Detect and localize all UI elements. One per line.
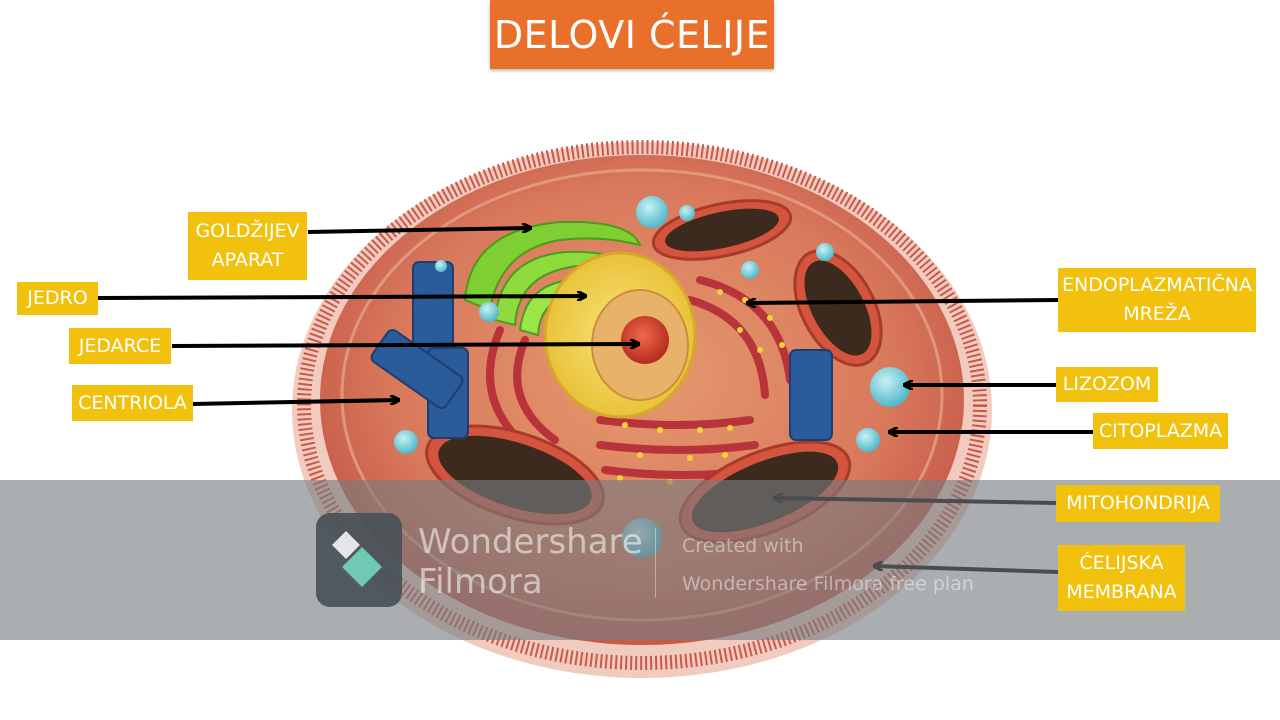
watermark-brand-line: Filmora xyxy=(418,562,543,602)
label-goldzijev-aparat: GOLDŽIJEV APARAT xyxy=(188,212,307,280)
label-line: MEMBRANA xyxy=(1066,581,1177,603)
watermark-text-line: Wondershare Filmora free plan xyxy=(682,573,974,595)
page-title: DELOVI ĆELIJE xyxy=(490,0,774,69)
label-line: ENDOPLAZMATIČNA xyxy=(1062,274,1252,296)
label-line: MREŽA xyxy=(1123,303,1191,325)
label-citoplazma: CITOPLAZMA xyxy=(1093,413,1228,449)
label-mitohondrija: MITOHONDRIJA xyxy=(1056,485,1220,522)
label-line: APARAT xyxy=(211,249,284,271)
watermark-text-line: Created with xyxy=(682,535,804,557)
arrow-endoplazmaticna xyxy=(748,300,1059,303)
label-jedarce: JEDARCE xyxy=(69,328,171,364)
arrow-jedarce xyxy=(171,344,638,346)
watermark-brand: Wondershare Filmora xyxy=(418,522,643,602)
watermark-text: Created with Wondershare Filmora free pl… xyxy=(682,527,974,603)
nucleus xyxy=(543,251,697,419)
filmora-logo-icon xyxy=(316,513,402,607)
label-line: ĆELIJSKA xyxy=(1079,552,1164,574)
nucleolus xyxy=(621,316,669,364)
cell-membrane xyxy=(297,140,987,670)
arrow-jedro xyxy=(97,296,585,298)
watermark-divider xyxy=(655,528,656,598)
label-jedro: JEDRO xyxy=(17,282,98,315)
label-line: GOLDŽIJEV xyxy=(195,220,300,242)
watermark-brand-line: Wondershare xyxy=(418,522,643,562)
label-lizozom: LIZOZOM xyxy=(1056,367,1158,402)
label-centriola: CENTRIOLA xyxy=(72,385,193,421)
centrioles xyxy=(370,261,833,441)
label-endoplazmaticna-mreza: ENDOPLAZMATIČNA MREŽA xyxy=(1058,268,1256,332)
label-celijska-membrana: ĆELIJSKA MEMBRANA xyxy=(1058,545,1185,611)
arrow-goldzijev xyxy=(307,228,530,234)
arrow-centriola xyxy=(192,400,398,406)
